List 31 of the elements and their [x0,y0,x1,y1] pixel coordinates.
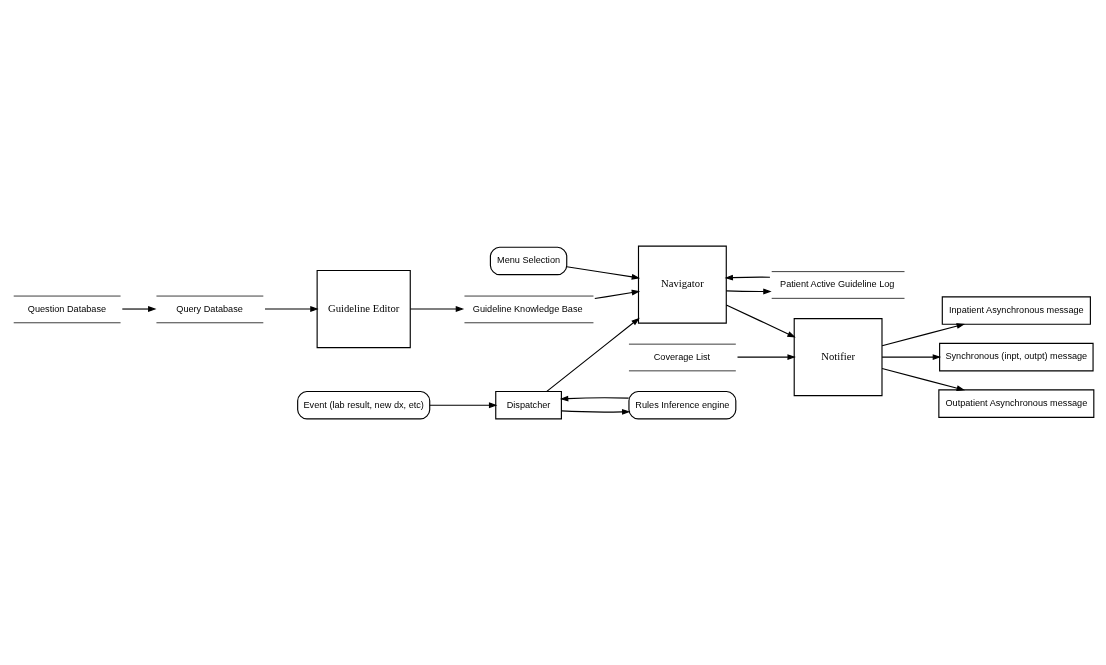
arrow [559,395,630,402]
arrow [736,354,796,361]
node-box: Guideline Editor [316,269,411,349]
node-box: Navigator [637,245,727,324]
arrow [546,317,640,392]
node-text: Guideline Knowledge Base [472,303,583,314]
node-box: Event (lab result, new dx, etc) [297,390,431,420]
arrow [594,289,641,300]
node-box: Notifier [793,318,883,397]
arrow [881,367,965,392]
arrow [121,306,157,312]
node-box: Menu Selection [489,246,568,276]
node-text: Query Database [176,303,243,314]
node-box: Rules Inference engine [628,390,737,420]
arrow [264,306,319,312]
arrow [724,274,771,281]
arrow [561,409,631,415]
arrow [566,266,641,280]
arrow [881,354,942,361]
arrow [725,304,796,338]
node-box: Outpatient Asynchronous message [938,389,1095,418]
node-text: Patient Active Guideline Log [780,279,895,290]
arrow [429,402,498,409]
arrow [725,288,772,295]
node-box: Dispatcher [495,390,562,420]
node-box: Synchronous (inpt, outpt) message [939,342,1094,372]
node-text: Question Database [27,303,107,314]
node-box: Inpatient Asynchronous message [941,296,1091,325]
node-text: Coverage List [653,351,711,362]
arrow [409,306,465,312]
arrow [881,323,965,347]
